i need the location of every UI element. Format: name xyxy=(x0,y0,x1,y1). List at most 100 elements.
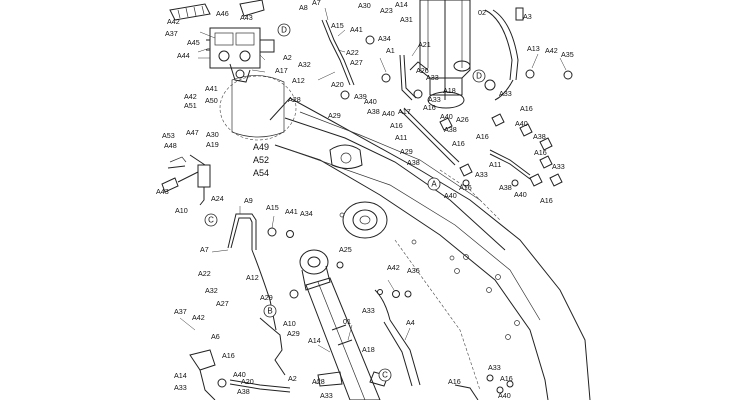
label-a16-r5: A16 xyxy=(452,139,465,148)
label-a29-m: A29 xyxy=(260,293,273,302)
label-a20-b: A20 xyxy=(241,377,254,386)
label-a40-b2: A40 xyxy=(498,391,511,400)
label-a42-b: A42 xyxy=(192,313,205,322)
label-a40-r1: A40 xyxy=(440,112,453,121)
label-a40-t: A40 xyxy=(364,97,377,106)
label-a40-r4: A40 xyxy=(514,190,527,199)
label-a27-t: A27 xyxy=(350,58,363,67)
pipe-a10 xyxy=(259,289,299,376)
label-a40-r2: A40 xyxy=(515,119,528,128)
label-a18-t: A18 xyxy=(443,86,456,95)
label-a7-t: A7 xyxy=(312,0,321,7)
label-a26-r: A26 xyxy=(456,115,469,124)
label-a11-r2: A11 xyxy=(489,160,501,169)
label-a38-r2: A38 xyxy=(533,132,546,141)
label-a16-b2: A16 xyxy=(448,377,461,386)
label-a21: A21 xyxy=(418,40,431,49)
label-a45: A45 xyxy=(187,38,200,47)
boom-foot-pin-circle xyxy=(219,75,297,141)
label-a49: A49 xyxy=(253,142,269,152)
label-a41-t: A41 xyxy=(350,25,363,34)
label-a44: A44 xyxy=(177,51,190,60)
ref-mark-d-right-label: D xyxy=(476,72,482,81)
boom-cylinder-01 xyxy=(299,249,381,400)
label-a33-r: A33 xyxy=(499,89,512,98)
label-a19: A19 xyxy=(206,140,219,149)
label-a38-b: A38 xyxy=(237,387,250,396)
label-a28-b: A28 xyxy=(312,377,325,386)
label-a14-m: A14 xyxy=(308,336,321,345)
label-a2-b: A2 xyxy=(288,374,297,383)
label-a11-r1: A11 xyxy=(395,133,407,142)
label-a15-t: A15 xyxy=(331,21,344,30)
label-a27-m: A27 xyxy=(216,299,229,308)
ref-mark-b: B xyxy=(263,304,277,318)
label-a33-t: A33 xyxy=(426,73,439,82)
label-a42-m: A42 xyxy=(387,263,400,272)
label-a42: A42 xyxy=(167,17,180,26)
valve-block xyxy=(206,27,275,69)
label-a15-m: A15 xyxy=(266,203,279,212)
label-a33-r3: A33 xyxy=(552,162,565,171)
label-a1: A1 xyxy=(386,46,395,55)
label-a38-r3: A38 xyxy=(407,158,420,167)
label-a16-r8: A16 xyxy=(540,196,553,205)
label-a16-r7: A16 xyxy=(459,183,472,192)
label-a34-t: A34 xyxy=(378,34,391,43)
label-a32-m: A32 xyxy=(205,286,218,295)
label-a14-t: A14 xyxy=(395,0,408,9)
label-a48: A48 xyxy=(164,141,177,150)
ref-mark-c-right: C xyxy=(378,368,392,382)
ref-mark-c-left-label: C xyxy=(208,216,214,225)
ref-mark-b-label: B xyxy=(267,307,272,316)
label-a51: A51 xyxy=(184,101,197,110)
sensor-a41 xyxy=(229,63,251,83)
label-a8: A8 xyxy=(299,3,308,12)
connector-plug-a43 xyxy=(239,0,265,17)
label-a43: A43 xyxy=(240,13,253,22)
label-a38-r1: A38 xyxy=(444,125,457,134)
label-a32-t: A32 xyxy=(298,60,311,69)
label-a29-m2: A29 xyxy=(287,329,300,338)
label-a9: A9 xyxy=(244,196,253,205)
label-a33-r2: A33 xyxy=(475,170,488,179)
ref-mark-a-label: A xyxy=(431,180,437,189)
label-a33-t2: A33 xyxy=(428,95,441,104)
connector-plug-a42 xyxy=(169,3,211,21)
label-a16-r6: A16 xyxy=(534,148,547,157)
label-a40-t2: A40 xyxy=(382,109,395,118)
label-a16-r2: A16 xyxy=(423,103,436,112)
label-a54: A54 xyxy=(253,168,269,178)
label-a53: A53 xyxy=(162,131,175,140)
label-a37: A37 xyxy=(165,29,178,38)
label-a18-b: A18 xyxy=(362,345,375,354)
label-a42-r: A42 xyxy=(545,46,558,55)
ref-mark-a: A xyxy=(427,177,441,191)
label-a13: A13 xyxy=(527,44,540,53)
label-a4: A4 xyxy=(406,318,415,327)
label-a33-b2: A33 xyxy=(320,391,333,400)
label-a41-tl: A41 xyxy=(205,84,218,93)
label-a23: A23 xyxy=(380,6,393,15)
label-a16-r3: A16 xyxy=(390,121,403,130)
boom-assembly xyxy=(269,97,591,400)
ref-mark-c-right-label: C xyxy=(382,371,388,380)
label-a46: A46 xyxy=(216,9,229,18)
label-a31: A31 xyxy=(400,15,413,24)
label-a14-b: A14 xyxy=(174,371,187,380)
label-a10-m: A10 xyxy=(283,319,296,328)
label-a50: A50 xyxy=(205,96,218,105)
ref-mark-d-right: D xyxy=(472,69,486,83)
fittings-bottom-right xyxy=(454,374,514,400)
label-a29-t: A29 xyxy=(328,111,341,120)
label-a34-m: A34 xyxy=(300,209,313,218)
label-a37-b: A37 xyxy=(174,307,187,316)
label-a43-l: A43 xyxy=(156,187,169,196)
harness-left xyxy=(161,154,211,206)
label-a22-t: A22 xyxy=(346,48,359,57)
label-a36: A36 xyxy=(407,266,420,275)
label-a39: A39 xyxy=(354,92,367,101)
label-a24: A24 xyxy=(211,194,224,203)
label-02: 02 xyxy=(478,8,486,17)
